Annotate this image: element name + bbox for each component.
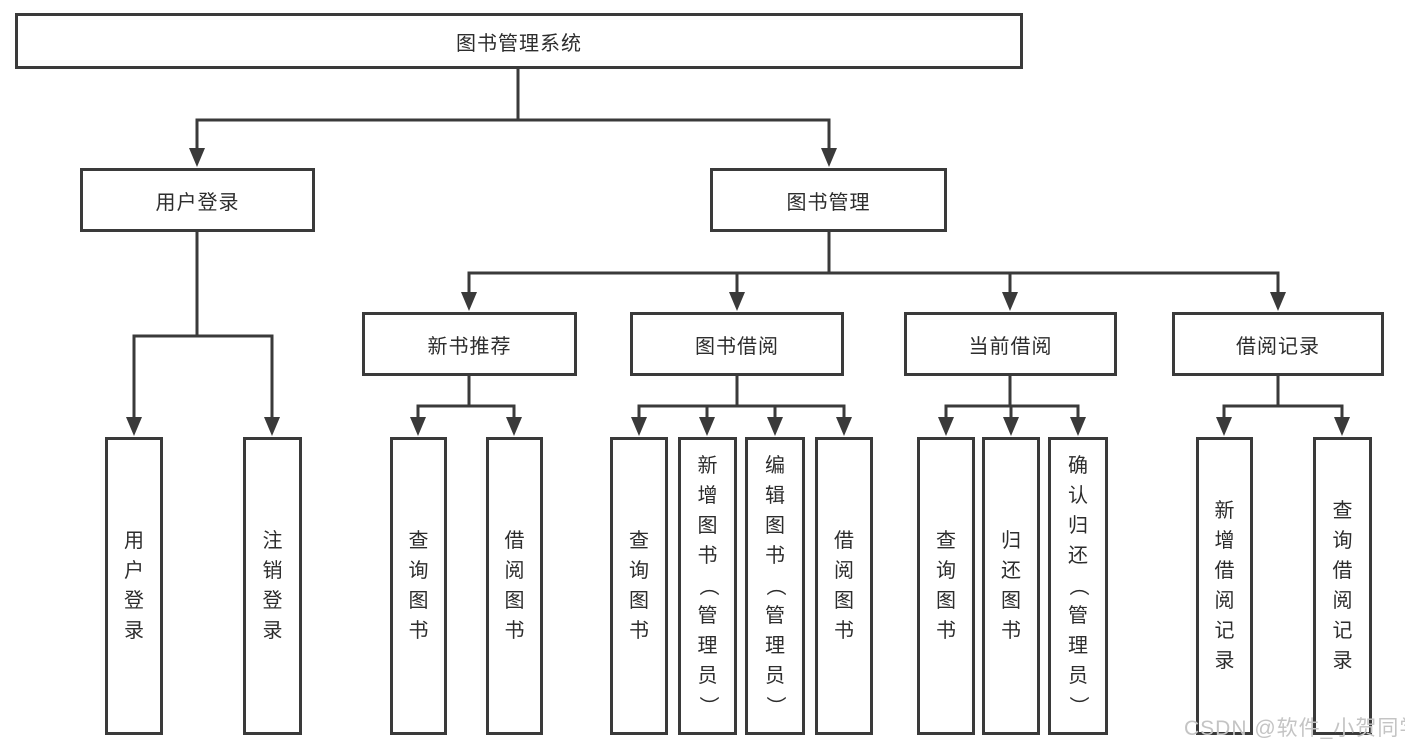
node-label: 新书推荐	[427, 335, 512, 358]
node-label: 用户登录	[155, 191, 240, 214]
node-library-system: 图书管理系统	[15, 13, 1023, 69]
node-query-books-borrowing: 查询图书	[610, 437, 668, 735]
wire-new-book-recommend	[416, 374, 516, 432]
node-query-borrow-record: 查询借阅记录	[1313, 437, 1372, 735]
node-confirm-return-admin: 确认归还（管理员）	[1048, 437, 1108, 735]
node-label: 确认归还（管理员）	[1067, 455, 1089, 716]
node-return-books: 归还图书	[982, 437, 1040, 735]
node-label: 查询图书	[629, 530, 649, 642]
wire-book-borrowing	[637, 374, 846, 432]
node-label: 编辑图书（管理员）	[764, 455, 786, 716]
node-label: 查询图书	[408, 530, 429, 642]
node-label: 借阅图书	[834, 530, 854, 642]
node-logout: 注销登录	[243, 437, 302, 735]
node-current-borrowing: 当前借阅	[904, 312, 1117, 376]
node-query-books-current: 查询图书	[917, 437, 975, 735]
wire-book-management	[467, 230, 1280, 308]
node-label: 图书借阅	[695, 335, 779, 358]
node-user-login: 用户登录	[80, 168, 315, 232]
node-label: 查询图书	[936, 530, 956, 642]
node-query-books-recommend: 查询图书	[390, 437, 447, 735]
node-edit-book-admin: 编辑图书（管理员）	[745, 437, 805, 735]
node-label: 借阅记录	[1236, 335, 1320, 358]
node-new-book-recommend: 新书推荐	[362, 312, 577, 376]
node-label: 图书管理系统	[456, 32, 582, 55]
node-label: 借阅图书	[504, 530, 525, 642]
node-label: 新增图书（管理员）	[696, 455, 719, 716]
wire-root	[195, 66, 831, 164]
node-add-borrow-record: 新增借阅记录	[1196, 437, 1253, 735]
arrowheads	[126, 148, 1350, 436]
node-label: 新增借阅记录	[1214, 500, 1235, 672]
csdn-watermark: CSDN @软件_小贺同学	[1184, 717, 1405, 740]
node-label: 注销登录	[262, 530, 283, 642]
node-book-borrowing: 图书借阅	[630, 312, 844, 376]
node-borrow-books-borrowing: 借阅图书	[815, 437, 873, 735]
node-add-book-admin: 新增图书（管理员）	[678, 437, 737, 735]
node-label: 图书管理	[786, 191, 871, 214]
node-label: 当前借阅	[968, 335, 1053, 358]
wire-user-login	[132, 230, 274, 432]
node-book-management: 图书管理	[710, 168, 947, 232]
node-borrow-records: 借阅记录	[1172, 312, 1384, 376]
node-login: 用户登录	[105, 437, 163, 735]
wire-borrow-records	[1222, 374, 1344, 432]
node-label: 归还图书	[1001, 530, 1021, 642]
node-borrow-books-recommend: 借阅图书	[486, 437, 543, 735]
node-label: 查询借阅记录	[1332, 500, 1353, 672]
node-label: 用户登录	[124, 530, 144, 642]
